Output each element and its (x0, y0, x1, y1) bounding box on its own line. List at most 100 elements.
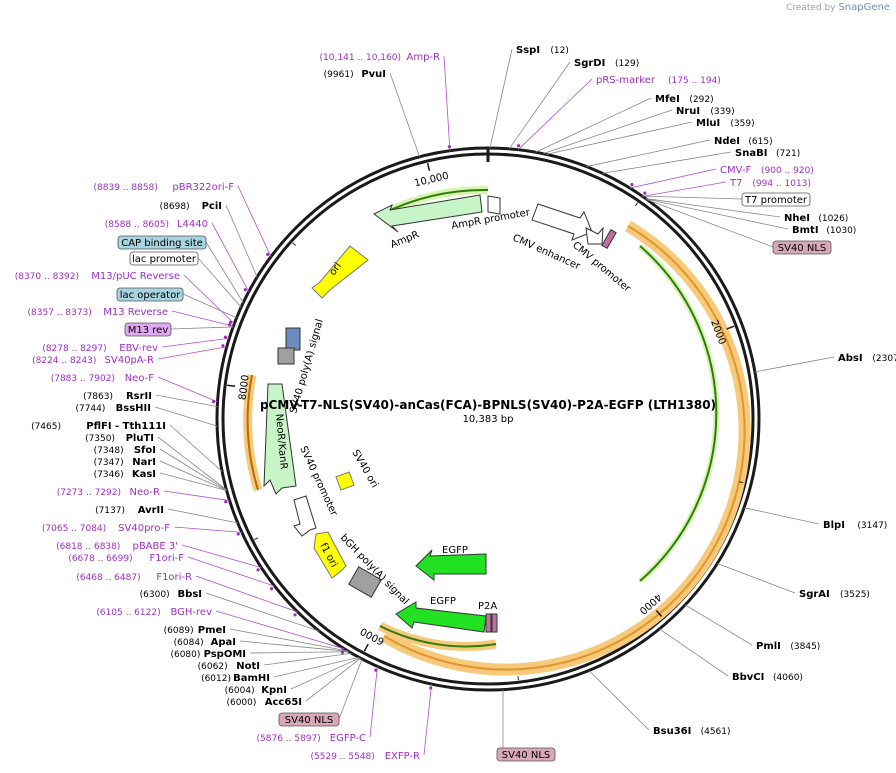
primer: EBV-rev(8278 .. 8297) (42, 343, 158, 354)
p2a-marker (485, 613, 492, 633)
box-text: lac operator (120, 290, 181, 301)
primer-marker (374, 668, 378, 672)
box-text: SV40 NLS (285, 715, 334, 726)
site-connector (249, 651, 350, 654)
restriction-site: KpnI(6004) (225, 685, 287, 696)
site-position: (292) (689, 95, 713, 105)
primer-range: (900 .. 920) (761, 166, 814, 176)
restriction-site: KasI(7346) (94, 469, 156, 480)
primer-connector (183, 274, 235, 324)
primer-name: pBR322ori-F (172, 182, 234, 193)
site-name: NarI (132, 457, 156, 468)
site-position: (8698) (160, 202, 190, 212)
primer: Neo-F(7883 .. 7902) (51, 373, 155, 384)
site-connector (535, 97, 652, 153)
box-text: T7 promoter (744, 195, 808, 206)
primer: CMV-F(900 .. 920) (720, 165, 814, 176)
site-connector (586, 139, 711, 167)
feature-box-m13rev: M13 rev (124, 322, 172, 337)
minor-tick (634, 202, 639, 207)
site-position: (7346) (94, 470, 124, 480)
box-connector (642, 195, 743, 200)
feature-label: CMV promoter (570, 240, 633, 295)
site-position: (7348) (94, 446, 124, 456)
primer-name: EXFP-R (385, 751, 420, 762)
restriction-site: Acc65I(6000) (226, 697, 302, 708)
primer-connector (157, 346, 227, 360)
primer-range: (994 .. 1013) (752, 179, 811, 189)
primer-name: Neo-R (130, 487, 161, 498)
box-text: SV40 NLS (778, 243, 827, 254)
site-position: (6084) (174, 638, 204, 648)
primer: pBABE 3'(6818 .. 6838) (56, 541, 178, 552)
box-connector (182, 293, 237, 319)
site-name: SspI (516, 45, 540, 56)
site-position: (6300) (140, 590, 170, 600)
site-connector (659, 628, 729, 677)
site-connector (167, 508, 238, 524)
restriction-site: BbvCI(4060) (732, 672, 803, 683)
plasmid-length: 10,383 bp (463, 414, 514, 425)
site-connector (389, 72, 420, 157)
site-position: (12) (550, 46, 568, 56)
primer-connector (161, 337, 230, 348)
site-connector (155, 394, 218, 407)
site-connector (546, 121, 693, 155)
site-position: (1030) (826, 226, 856, 236)
site-connector (588, 670, 650, 731)
labels-layer: SspI(12)SgrDI(129)MfeI(292)NruI(339)MluI… (15, 45, 896, 762)
primer: Neo-R(7273 .. 7292) (57, 487, 160, 498)
label-connectors (154, 48, 835, 756)
primer-range: (10,141 .. 10,160) (320, 53, 401, 63)
bgh-polya-block (348, 566, 382, 598)
restriction-site: AbsI(2307) (838, 353, 896, 364)
site-connector (154, 406, 218, 427)
primer-name: pRS-marker (596, 75, 656, 86)
primer: T7(994 .. 1013) (729, 178, 811, 189)
restriction-site: NdeI(615) (714, 136, 773, 147)
primer-connector (237, 185, 272, 257)
primer-name: SV40pro-F (118, 523, 170, 534)
box-bg (124, 322, 172, 337)
primer: M13/pUC Reverse(8370 .. 8392) (15, 271, 180, 282)
major-tick (426, 162, 431, 171)
site-name: Bsu36I (653, 726, 691, 737)
major-tick (655, 610, 663, 618)
restriction-site: BlpI(3147) (823, 520, 887, 531)
primer-name: F1ori-R (156, 572, 192, 583)
primer-name: SV40pA-R (105, 355, 154, 366)
primer-marker (236, 532, 240, 536)
primer-marker (228, 323, 232, 327)
feature-label: NeoR/KanR (273, 413, 289, 470)
box-connector (170, 326, 234, 330)
tick-label: 10,000 (413, 171, 450, 190)
box-bg (741, 192, 811, 207)
restriction-site: ApaI(6084) (174, 637, 236, 648)
egfp-arrow-inner (415, 549, 487, 582)
site-position: (2307) (872, 354, 896, 364)
cmv-enhancer-arrow (531, 203, 593, 241)
site-position: (7350) (85, 434, 115, 444)
site-connector (273, 656, 359, 678)
minor-tick (292, 242, 297, 246)
primer-name: pBABE 3' (132, 541, 178, 552)
primer-marker (630, 183, 634, 187)
primer-marker (643, 191, 647, 195)
site-position: (6004) (225, 686, 255, 696)
feature-box-lacoperator: lac operator (116, 287, 184, 302)
restriction-site: PmlI(3845) (756, 641, 820, 652)
restriction-site: PvuI(9961) (324, 69, 386, 80)
f1ori-arrow (313, 531, 347, 579)
restriction-site: PmeI(6089) (164, 625, 226, 636)
primer-marker (256, 568, 260, 572)
site-position: (6080) (170, 650, 200, 660)
primer-range: (6468 .. 6487) (76, 573, 140, 583)
site-connector (169, 424, 223, 472)
site-name: PmeI (198, 625, 226, 636)
cmv-promoter-arrow (585, 226, 604, 245)
site-connector (646, 198, 789, 230)
neo-orange-line (246, 374, 259, 491)
primer-marker (293, 613, 297, 617)
site-position: (339) (710, 107, 734, 117)
